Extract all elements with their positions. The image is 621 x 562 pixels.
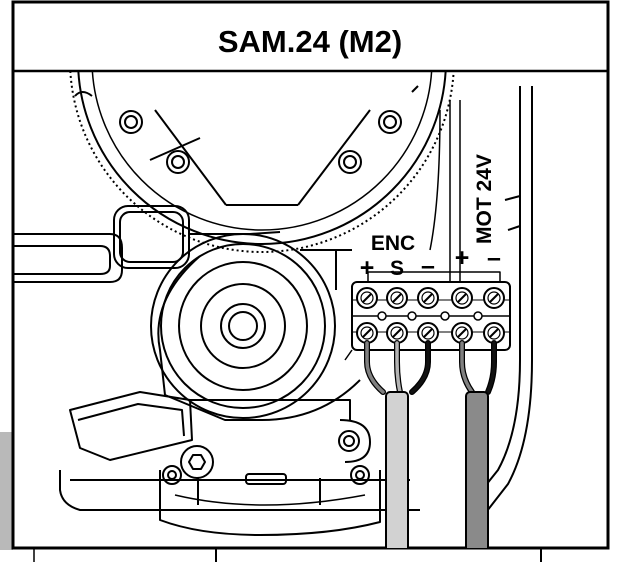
diagram-title: SAM.24 (M2) bbox=[218, 24, 402, 59]
wire-5 bbox=[486, 341, 496, 394]
terminal-label-mot-plus: + bbox=[455, 244, 470, 272]
terminal-screws bbox=[356, 287, 505, 344]
terminal-label-enc-signal: S bbox=[390, 257, 404, 280]
motor-group-label: MOT 24V bbox=[473, 154, 496, 244]
terminal-screw-2-bottom bbox=[386, 322, 408, 344]
terminal-screw-4-top bbox=[451, 287, 473, 309]
lower-bracket bbox=[59, 391, 420, 536]
terminal-separator-3 bbox=[440, 311, 450, 321]
terminal-separator-4 bbox=[473, 311, 483, 321]
encoder-group-label: ENC bbox=[371, 232, 415, 255]
terminal-label-mot-minus: – bbox=[487, 244, 501, 272]
encoder-cable bbox=[385, 391, 409, 548]
cables bbox=[385, 391, 489, 548]
housing-outline bbox=[429, 86, 533, 521]
terminal-screw-5-top bbox=[483, 287, 505, 309]
motor-cable bbox=[465, 391, 489, 548]
wire-1 bbox=[365, 341, 385, 394]
drive-unit-drawing bbox=[13, 71, 533, 548]
diagram-frame bbox=[11, 0, 610, 550]
terminal-wires bbox=[364, 340, 497, 395]
wire-4 bbox=[460, 341, 474, 394]
motor-body bbox=[150, 233, 361, 421]
wire-3 bbox=[410, 341, 430, 394]
terminal-separator-2 bbox=[407, 311, 417, 321]
housing-clip bbox=[13, 205, 281, 283]
terminal-screw-3-top bbox=[417, 287, 439, 309]
terminal-label-enc-minus: – bbox=[421, 252, 435, 280]
wire-2 bbox=[395, 341, 402, 394]
terminal-screw-1-top bbox=[356, 287, 378, 309]
left-side-panel bbox=[0, 432, 13, 550]
gear-wheel bbox=[69, 71, 455, 253]
terminal-label-enc-plus: + bbox=[360, 254, 375, 282]
terminal-separator-1 bbox=[377, 311, 387, 321]
terminal-screw-2-top bbox=[386, 287, 408, 309]
